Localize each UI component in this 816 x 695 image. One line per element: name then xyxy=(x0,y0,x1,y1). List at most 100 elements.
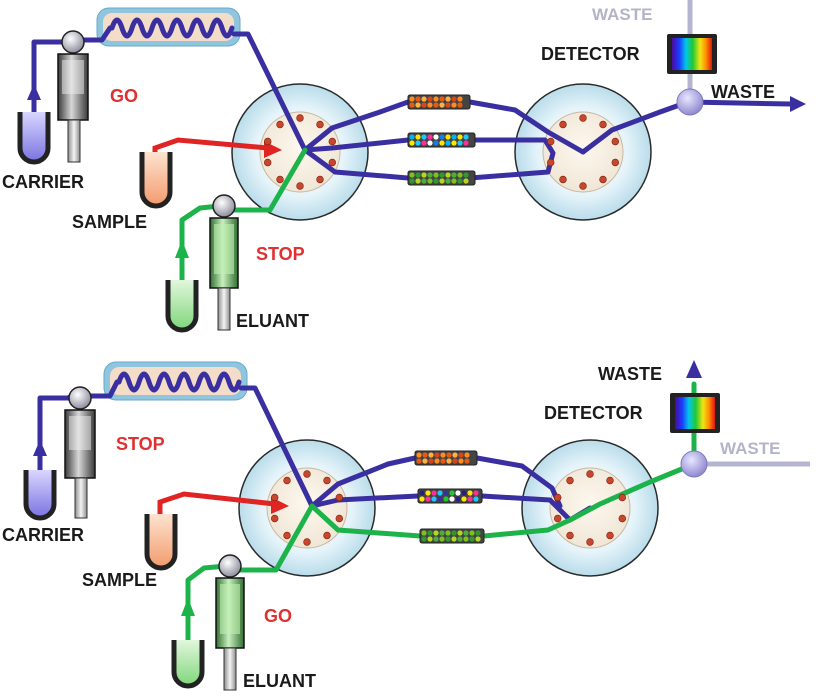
column-bead xyxy=(427,530,433,536)
eluant-arrow xyxy=(175,240,189,258)
column-bead xyxy=(446,458,452,464)
column-bead xyxy=(416,458,422,464)
valve-port xyxy=(276,175,284,184)
valve-port xyxy=(566,531,574,540)
carrier-pump-state: GO xyxy=(110,86,138,106)
detector-label: DETECTOR xyxy=(544,403,643,423)
column-bead xyxy=(451,96,457,102)
column-bead xyxy=(464,458,470,464)
carrier-reservoir xyxy=(17,112,51,165)
valve-port xyxy=(606,476,614,485)
eluant-reservoir xyxy=(165,280,199,333)
eluant-line xyxy=(185,381,697,663)
column-bead xyxy=(469,530,475,536)
waste-arrow xyxy=(686,360,702,378)
column-bead xyxy=(428,458,434,464)
column-bead xyxy=(409,178,415,184)
column-bead xyxy=(458,458,464,464)
column-bead xyxy=(428,452,434,458)
waste-label-top: WASTE xyxy=(592,5,652,24)
column-bead xyxy=(451,178,457,184)
column-bead xyxy=(433,172,439,178)
carrier-pump xyxy=(57,30,89,163)
column-bead xyxy=(433,102,439,108)
column-bead xyxy=(455,496,461,502)
valve-port xyxy=(553,514,562,523)
column-bead xyxy=(463,134,469,140)
column-bead xyxy=(409,96,415,102)
eluant-label: ELUANT xyxy=(236,311,309,331)
column-bead xyxy=(451,140,457,146)
valve-port xyxy=(566,476,574,485)
valve-port xyxy=(586,470,594,478)
column-1 xyxy=(414,450,478,466)
column-bead xyxy=(469,536,475,542)
junction-node xyxy=(680,450,708,478)
column-bead xyxy=(457,178,463,184)
valve-port xyxy=(283,476,291,485)
column-bead xyxy=(427,96,433,102)
column-bead xyxy=(409,172,415,178)
injection-valve xyxy=(238,439,376,577)
column-bead xyxy=(425,490,431,496)
column-bead xyxy=(439,140,445,146)
column-bead xyxy=(451,102,457,108)
eluant-line xyxy=(179,203,223,303)
column-bead xyxy=(421,530,427,536)
detector-label: DETECTOR xyxy=(541,44,640,64)
column-bead xyxy=(421,102,427,108)
valve-port xyxy=(611,137,619,146)
valve-port xyxy=(328,158,336,167)
reaction-coil xyxy=(103,361,248,401)
column-bead xyxy=(439,134,445,140)
carrier-pump xyxy=(64,386,96,519)
sample-reservoir xyxy=(139,152,173,209)
valve-port xyxy=(553,493,562,502)
valve-port xyxy=(316,175,324,184)
column-bead xyxy=(409,140,415,146)
column-bead xyxy=(463,530,469,536)
column-bead xyxy=(437,490,443,496)
valve-ports xyxy=(264,114,336,190)
column-bead xyxy=(443,496,449,502)
column-bead xyxy=(427,178,433,184)
column-bead xyxy=(433,536,439,542)
top-panel: CARRIER SAMPLE ELUANT GO STOP DETECTOR W… xyxy=(2,0,806,333)
column-bead xyxy=(439,536,445,542)
junction-node xyxy=(676,88,704,116)
column-bead xyxy=(451,172,457,178)
column-bead xyxy=(409,102,415,108)
waste-label-right: WASTE xyxy=(711,82,775,102)
column-bead xyxy=(439,96,445,102)
column-bead xyxy=(463,178,469,184)
column-bead xyxy=(446,452,452,458)
column-bead xyxy=(409,134,415,140)
detector xyxy=(670,393,720,433)
column-bead xyxy=(451,530,457,536)
column-bead xyxy=(422,458,428,464)
column-bead xyxy=(452,458,458,464)
column-bead xyxy=(427,172,433,178)
valve-port xyxy=(271,514,279,523)
column-bead xyxy=(427,140,433,146)
column-bead xyxy=(433,96,439,102)
column-bead xyxy=(433,134,439,140)
valve-port xyxy=(283,531,291,540)
sample-arrow xyxy=(264,141,282,158)
column-bead xyxy=(421,172,427,178)
waste-label-right: WASTE xyxy=(720,439,780,458)
column-bead xyxy=(427,536,433,542)
column-3 xyxy=(419,528,485,544)
valve-port xyxy=(316,120,324,129)
column-bead xyxy=(421,96,427,102)
valve-port xyxy=(606,531,614,540)
column-bead xyxy=(427,102,433,108)
valve-port xyxy=(296,114,304,122)
column-bead xyxy=(421,536,427,542)
valve-port xyxy=(323,531,331,540)
column-bead xyxy=(451,134,457,140)
column-bead xyxy=(416,452,422,458)
valve-port xyxy=(579,182,587,190)
sample-label: SAMPLE xyxy=(72,212,147,232)
eluant-pump-state: STOP xyxy=(256,244,305,264)
